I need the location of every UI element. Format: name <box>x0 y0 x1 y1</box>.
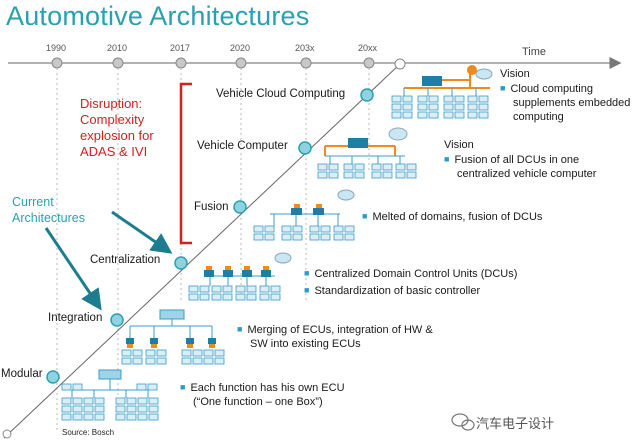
desc-centralization-bullet-2: Standardization of basic controller <box>314 285 481 297</box>
timeline-node-20xx <box>363 57 375 69</box>
current-arrow-integration <box>44 227 102 311</box>
timeline-node-2017 <box>175 57 187 69</box>
cluster-vehicle-computer <box>317 127 417 179</box>
cluster-integration <box>121 309 225 365</box>
timeline-nodes <box>51 57 375 69</box>
cloud-icon <box>388 127 408 141</box>
cloud-node-icon <box>467 65 477 75</box>
year-label-20xx: 20xx <box>358 43 378 53</box>
current-line-2: Architectures <box>12 211 85 225</box>
stage-label-vehicle-cloud: Vehicle Cloud Computing <box>216 88 346 100</box>
desc-vehicle-computer-line-1: Fusion of all DCUs in one <box>454 154 580 166</box>
cluster-modular <box>61 369 159 421</box>
desc-centralization-bullet-1: Centralized Domain Control Units (DCUs) <box>314 268 518 280</box>
current-line-1: Current <box>12 195 54 209</box>
desc-integration: ■ Merging of ECUs, integration of HW & SW… <box>237 322 433 351</box>
desc-vehicle-cloud-line-1: Cloud computing <box>510 83 593 95</box>
desc-integration-line-1: Merging of ECUs, integration of HW & <box>247 324 433 336</box>
stage-label-fusion: Fusion <box>194 201 229 213</box>
evolution-start-node <box>2 429 12 439</box>
bullet-icon: ■ <box>180 382 186 392</box>
bullet-icon: ■ <box>362 211 368 221</box>
bullet-icon: ■ <box>304 285 310 295</box>
desc-modular-line-1: Each function has his own ECU <box>190 382 345 394</box>
cluster-fusion <box>253 189 355 241</box>
source-note: Source: Bosch <box>62 428 115 437</box>
disruption-line-1: Disruption: <box>80 96 143 111</box>
stage-label-vehicle-computer: Vehicle Computer <box>197 140 288 152</box>
desc-vehicle-cloud-line-2: supplements embedded <box>513 97 631 109</box>
watermark-text: 汽车电子设计 <box>476 416 555 431</box>
bullet-icon: ■ <box>304 268 310 278</box>
cloud-icon <box>475 68 493 80</box>
bullet-icon: ■ <box>444 154 450 164</box>
current-arrow-centralization <box>111 210 173 254</box>
stage-node-modular <box>46 370 60 384</box>
stage-label-modular: Modular <box>1 368 43 380</box>
disruption-line-4: ADAS & IVI <box>80 144 148 159</box>
evolution-end-node <box>394 58 406 70</box>
stage-node-fusion <box>233 200 247 214</box>
desc-integration-line-2: SW into existing ECUs <box>250 338 361 350</box>
cloud-icon <box>274 252 292 264</box>
disruption-line-2: Complexity <box>80 112 145 127</box>
timeline-node-2020 <box>235 57 247 69</box>
stage-node-vehicle-computer <box>298 141 312 155</box>
stage-label-integration: Integration <box>48 312 103 324</box>
desc-vehicle-cloud: Vision ■ Cloud computing supplements embe… <box>500 67 630 124</box>
desc-centralization: ■ Centralized Domain Control Units (DCUs)… <box>304 265 517 299</box>
timeline-node-2010 <box>112 57 124 69</box>
timeline-node-203x <box>300 57 312 69</box>
desc-vehicle-cloud-heading: Vision <box>500 68 530 80</box>
time-axis-label: Time <box>522 46 547 58</box>
disruption-note: Disruption: Complexity explosion for ADA… <box>80 96 154 160</box>
current-architectures-label: Current Architectures <box>12 194 85 226</box>
desc-vehicle-computer: Vision ■ Fusion of all DCUs in one centra… <box>444 138 596 181</box>
evolution-line <box>3 63 401 439</box>
cluster-centralization <box>188 252 292 301</box>
disruption-line-3: explosion for <box>80 128 154 143</box>
desc-vehicle-computer-heading: Vision <box>444 139 474 151</box>
desc-vehicle-computer-line-2: centralized vehicle computer <box>457 168 597 180</box>
desc-fusion: ■ Melted of domains, fusion of DCUs <box>362 209 542 224</box>
stage-label-centralization: Centralization <box>90 254 161 266</box>
cloud-icon <box>337 189 355 201</box>
stage-nodes <box>46 88 374 384</box>
year-label-2010: 2010 <box>107 43 128 53</box>
disruption-bracket <box>179 82 192 245</box>
desc-modular-line-2: (“One function – one Box”) <box>193 396 323 408</box>
desc-fusion-line-1: Melted of domains, fusion of DCUs <box>372 211 543 223</box>
desc-modular: ■ Each function has his own ECU (“One fun… <box>180 380 345 409</box>
cluster-vehicle-cloud <box>391 65 493 119</box>
stage-node-centralization <box>174 256 188 270</box>
bullet-icon: ■ <box>500 83 506 93</box>
page-title: Automotive Architectures <box>6 1 310 31</box>
stage-node-integration <box>110 313 124 327</box>
year-label-2017: 2017 <box>170 43 191 53</box>
desc-vehicle-cloud-line-3: computing <box>513 111 564 123</box>
bullet-icon: ■ <box>237 324 243 334</box>
wechat-icon <box>451 413 475 431</box>
year-label-2020: 2020 <box>230 43 251 53</box>
year-label-203x: 203x <box>295 43 315 53</box>
timeline-node-1990 <box>51 57 63 69</box>
year-label-1990: 1990 <box>46 43 67 53</box>
stage-node-vehicle-cloud <box>360 88 374 102</box>
